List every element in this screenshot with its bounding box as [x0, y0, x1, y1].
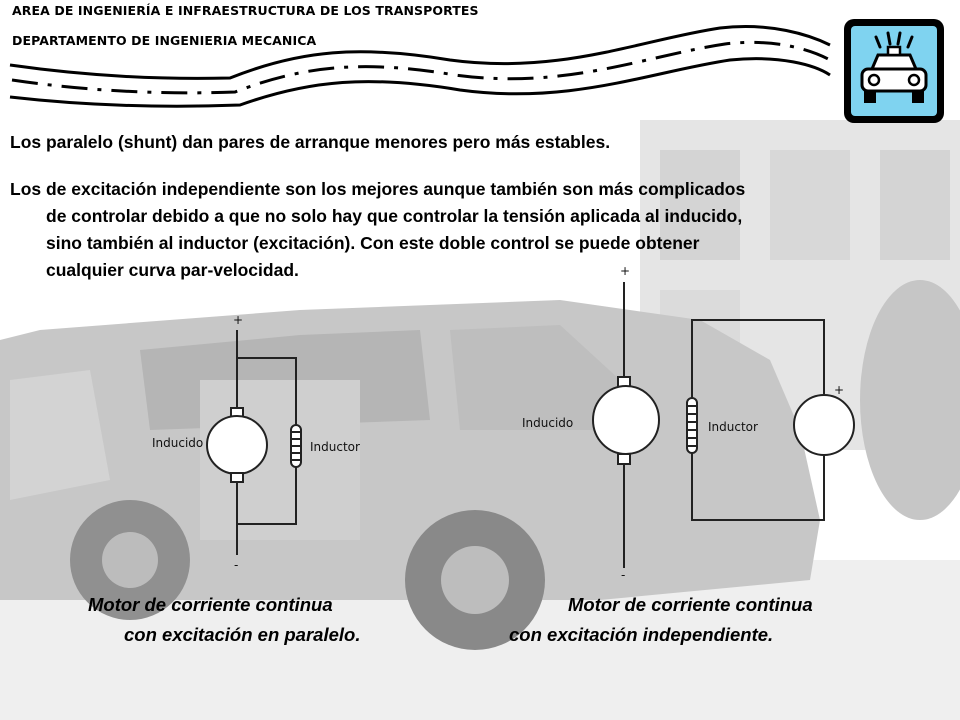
independent-plus-label: + [620, 264, 631, 278]
independent-field-label: Inductor [708, 420, 758, 434]
paragraph-line: sino también al inductor (excitación). C… [46, 233, 700, 253]
shunt-field-label: Inductor [310, 440, 360, 454]
caption-right-line1: Motor de corriente continua [568, 594, 813, 615]
shunt-armature-label: Inducido [152, 436, 204, 450]
shunt-plus-label: + [233, 313, 244, 327]
independent-field-plus-label: + [834, 383, 845, 397]
paragraph-shunt: Los paralelo (shunt) dan pares de arranq… [10, 132, 611, 152]
caption-right-line2: con excitación independiente. [509, 624, 774, 645]
shunt-minus-label: - [234, 558, 239, 572]
road-banner [9, 24, 831, 108]
header-department-title: DEPARTAMENTO DE INGENIERIA MECANICA [12, 33, 317, 48]
car-alert-icon [844, 19, 944, 123]
independent-minus-label: - [621, 568, 626, 582]
paragraph-independent: Los de excitación independiente son los … [10, 176, 910, 284]
independent-armature-label: Inducido [522, 416, 574, 430]
caption-left-line2: con excitación en paralelo. [124, 624, 361, 645]
paragraph-line: Los de excitación independiente son los … [10, 179, 746, 199]
paragraph-line: cualquier curva par-velocidad. [46, 260, 299, 280]
header-area-title: AREA DE INGENIERÍA E INFRAESTRUCTURA DE … [12, 3, 479, 18]
paragraph-line: de controlar debido a que no solo hay qu… [46, 206, 743, 226]
caption-left-line1: Motor de corriente continua [88, 594, 333, 615]
